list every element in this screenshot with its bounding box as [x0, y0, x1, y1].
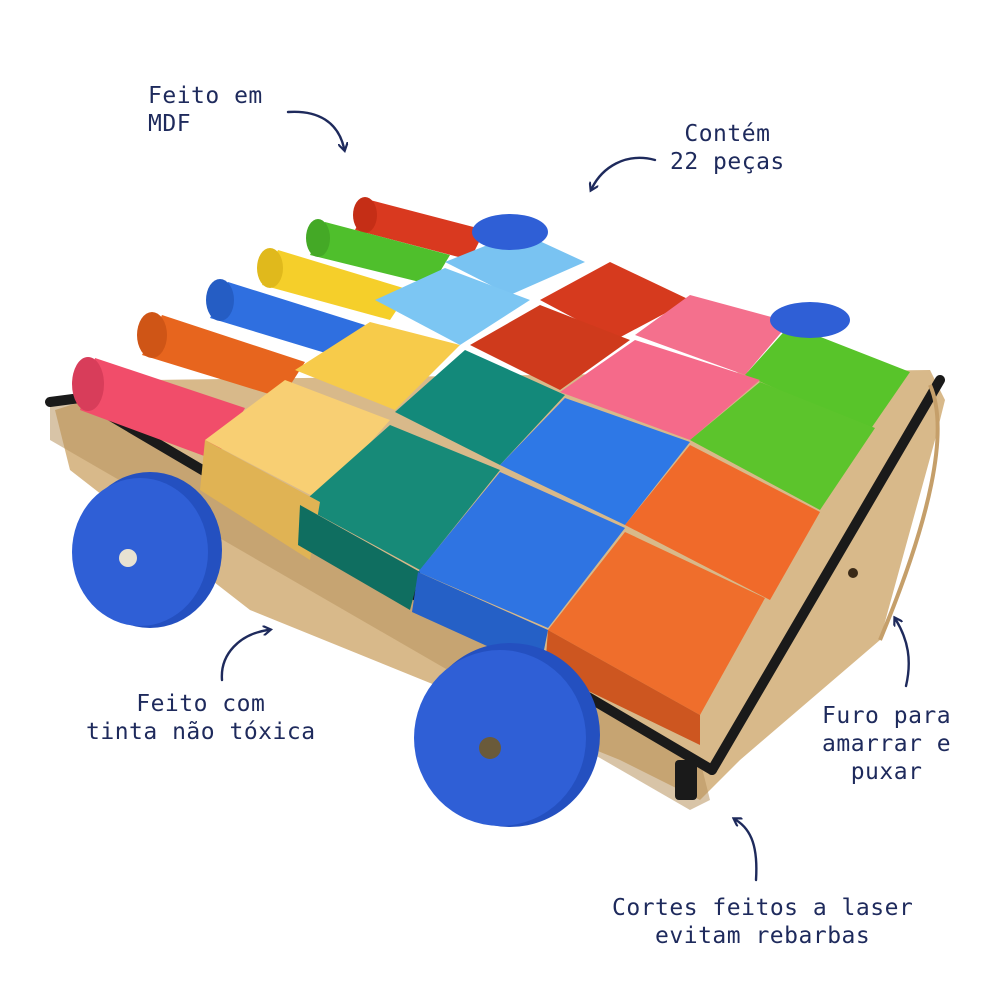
cylinder-yellow — [257, 248, 410, 320]
wheel-front-left — [72, 472, 222, 628]
cylinder-red-top — [353, 197, 485, 260]
curved-arrow-icon — [220, 110, 910, 882]
cylinder-green — [306, 219, 450, 285]
cylinder-blue — [206, 279, 365, 358]
callout-mdf: Feito em MDF — [148, 83, 263, 137]
wheel-front-right — [414, 643, 600, 827]
wheels — [72, 214, 850, 827]
callout-hole: Furo para amarrar e puxar — [822, 703, 952, 785]
callout-laser: Cortes feitos a laser evitam rebarbas — [612, 895, 914, 949]
cylinder-orange — [137, 312, 305, 398]
cylinder-pink — [72, 357, 245, 460]
callout-pieces: Contém 22 peças — [670, 121, 785, 175]
blocks — [200, 232, 910, 745]
callout-paint: Feito com tinta não tóxica — [86, 691, 316, 745]
cylinders — [72, 197, 485, 460]
